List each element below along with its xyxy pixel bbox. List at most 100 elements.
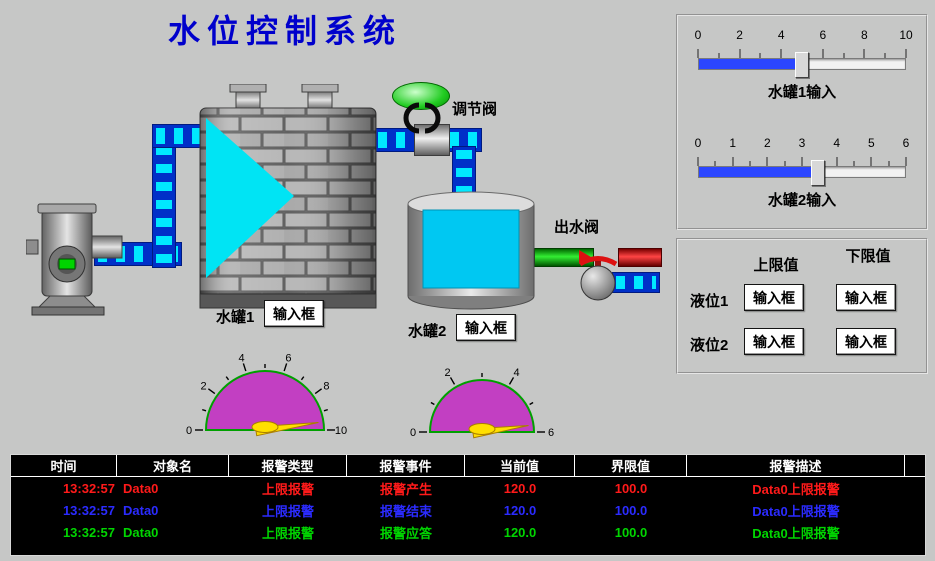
gauge-tick xyxy=(225,376,230,381)
slider-tick xyxy=(853,161,855,166)
outlet-ball-valve-icon xyxy=(578,256,618,301)
gauge-tick-label: 6 xyxy=(548,427,554,439)
tank1-label: 水罐1 xyxy=(216,309,255,326)
slider-tick-label: 10 xyxy=(899,28,913,42)
slider-tick xyxy=(905,157,907,166)
alarm-column-header: 当前值 xyxy=(465,455,575,476)
slider-tick xyxy=(888,161,890,166)
slider-tick-label: 5 xyxy=(867,136,875,150)
alarm-column-header: 报警事件 xyxy=(347,455,465,476)
slider-tick-label: 6 xyxy=(902,136,910,150)
tank2-slider-label: 水罐2输入 xyxy=(767,192,837,209)
alarm-cell: 上限报警 xyxy=(261,503,314,519)
slider-tick-label: 3 xyxy=(798,136,806,150)
slider-tick xyxy=(884,53,886,58)
alarm-cell: 报警产生 xyxy=(379,481,432,497)
valve-coupling xyxy=(414,124,450,156)
slider-tick xyxy=(836,157,838,166)
slider-tick xyxy=(739,49,741,58)
slider-tick xyxy=(801,157,803,166)
slider-tick xyxy=(697,157,699,166)
alarm-cell: 120.0 xyxy=(503,480,537,496)
slider-tick-label: 6 xyxy=(819,28,827,42)
gauge-tick xyxy=(242,363,247,372)
alarm-column-header: 时间 xyxy=(11,455,117,476)
slider-tick xyxy=(732,157,734,166)
alarm-cell: 120.0 xyxy=(503,524,537,540)
gauge-tick-label: 4 xyxy=(513,367,519,379)
gauge-tick xyxy=(314,388,323,395)
slider-tick-label: 1 xyxy=(729,136,736,150)
slider-thumb[interactable] xyxy=(795,52,809,78)
slider-tick xyxy=(863,49,865,58)
gauge-tick xyxy=(430,401,435,406)
gauge-tick xyxy=(202,408,207,412)
alarm-cell: 13:32:57 xyxy=(62,480,115,496)
gauge-hub xyxy=(251,421,279,433)
level2-lower-input-button[interactable]: 输入框 xyxy=(836,328,896,355)
slider-tick xyxy=(749,161,751,166)
tank2-input-button[interactable]: 输入框 xyxy=(456,314,516,341)
gauge-tick-label: 10 xyxy=(335,425,347,437)
alarm-cell: Data0上限报警 xyxy=(752,503,840,519)
alarm-cell: 120.0 xyxy=(503,502,537,518)
slider-tick xyxy=(718,53,720,58)
gauge-tick-label: 2 xyxy=(444,367,450,379)
page-title: 水位控制系统 xyxy=(168,13,403,49)
level1-label: 液位1 xyxy=(690,293,729,310)
gauge-tick xyxy=(207,388,216,395)
gauge-tick xyxy=(449,377,456,385)
tank2-input-slider[interactable] xyxy=(698,160,906,186)
alarm-table-header: 时间对象名报警类型报警事件当前值界限值报警描述 xyxy=(11,455,925,477)
alarm-cell: 上限报警 xyxy=(261,525,314,541)
upper-limit-header: 上限值 xyxy=(753,257,799,274)
pipe-segment xyxy=(152,124,176,268)
tank1-graphic xyxy=(199,84,377,309)
alarm-column-header: 界限值 xyxy=(575,455,687,476)
tank1-input-button[interactable]: 输入框 xyxy=(264,300,324,327)
slider-thumb[interactable] xyxy=(811,160,826,186)
regulating-valve-icon xyxy=(403,102,441,134)
pump-graphic xyxy=(26,203,123,316)
alarm-column-header: 报警描述 xyxy=(687,455,905,476)
slider-tick xyxy=(759,53,761,58)
slider-tick-label: 4 xyxy=(833,136,840,150)
gauge-hub xyxy=(468,423,496,435)
level1-lower-input-button[interactable]: 输入框 xyxy=(836,284,896,311)
slider-tick xyxy=(697,49,699,58)
regulating-valve-label: 调节阀 xyxy=(452,101,498,118)
slider-tick xyxy=(843,53,845,58)
alarm-cell: 13:32:57 xyxy=(62,524,115,540)
alarm-cell: Data0上限报警 xyxy=(752,525,840,541)
slider-fill xyxy=(699,59,802,69)
level2-upper-input-button[interactable]: 输入框 xyxy=(744,328,804,355)
slider-tick xyxy=(822,49,824,58)
alarm-column-header: 报警类型 xyxy=(229,455,347,476)
gauge-tick-label: 8 xyxy=(323,380,329,392)
slider-tick-label: 0 xyxy=(694,28,702,42)
tank1-input-slider[interactable] xyxy=(698,52,906,78)
slider-tick-label: 8 xyxy=(861,28,868,42)
alarm-cell: 上限报警 xyxy=(261,481,314,497)
gauge-dial xyxy=(428,379,536,433)
tank2-label: 水罐2 xyxy=(408,323,447,340)
alarm-cell: 13:32:57 xyxy=(62,502,115,518)
gauge-tick-label: 0 xyxy=(186,425,192,437)
slider-tick xyxy=(714,161,716,166)
gauge-tick-label: 2 xyxy=(200,380,206,392)
level1-upper-input-button[interactable]: 输入框 xyxy=(744,284,804,311)
lower-limit-header: 下限值 xyxy=(845,248,891,265)
alarm-cell: Data0上限报警 xyxy=(752,481,840,497)
slider-fill xyxy=(699,167,819,177)
alarm-cell: 100.0 xyxy=(614,524,648,540)
outlet-red-pipe xyxy=(618,248,662,267)
slider-tick xyxy=(905,49,907,58)
alarm-column-header: 对象名 xyxy=(117,455,229,476)
